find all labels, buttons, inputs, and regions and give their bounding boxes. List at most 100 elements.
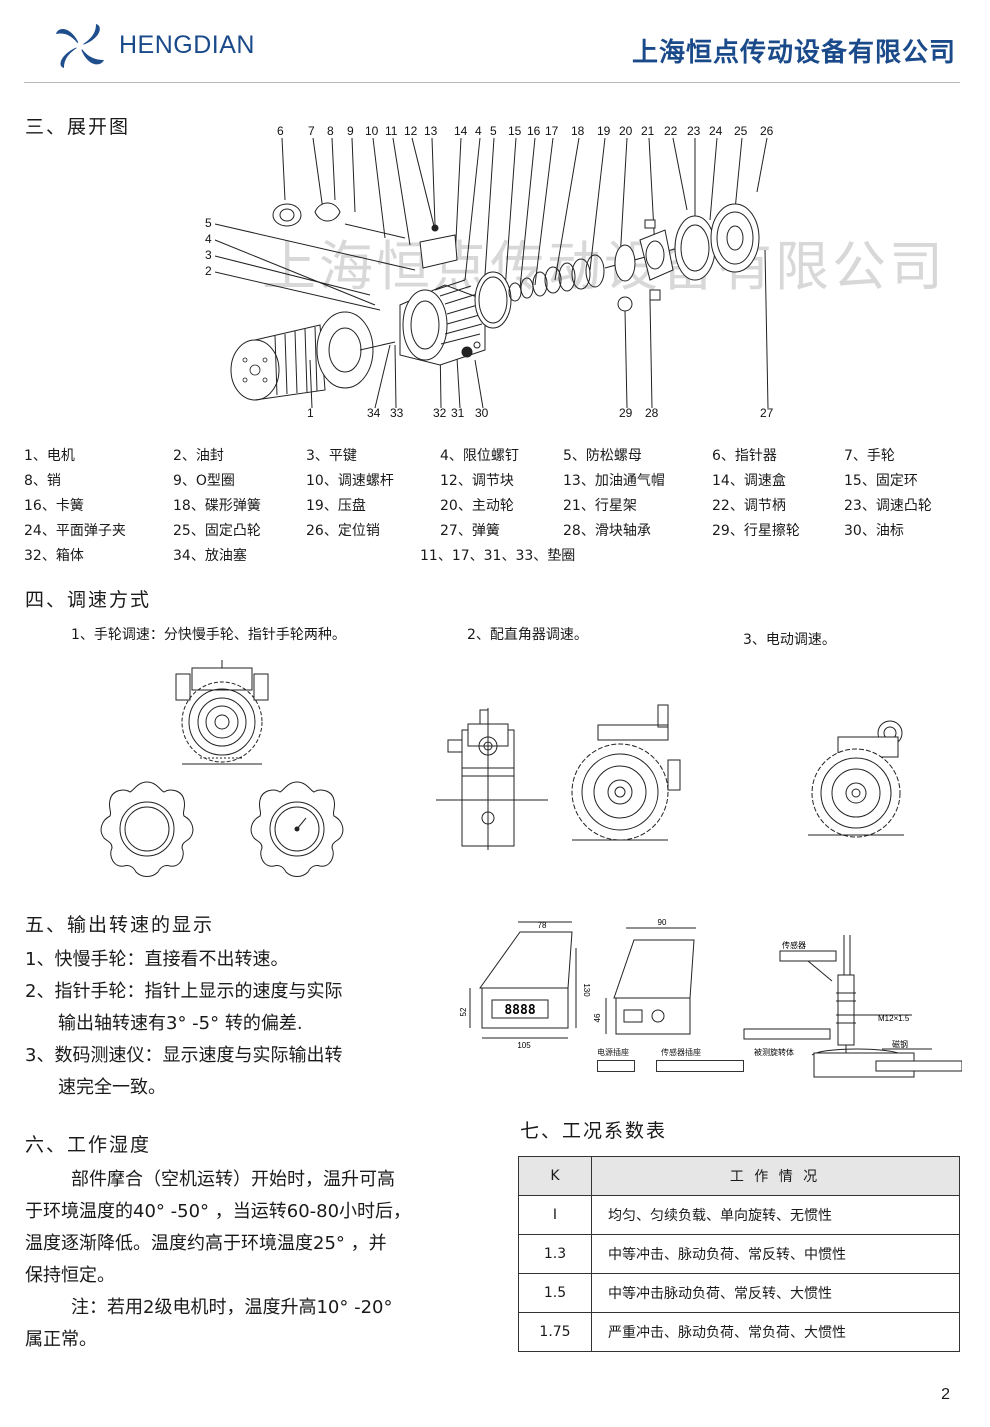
header-condition: 工 作 情 况 [591, 1156, 960, 1196]
part-item: 22、调节柄 [712, 498, 786, 514]
handwheel-unit-drawing [175, 660, 269, 765]
part-item: 20、主动轮 [440, 498, 514, 514]
svg-text:11: 11 [385, 124, 398, 138]
temp-note-line-2: 属正常。 [25, 1329, 97, 1350]
svg-text:6: 6 [277, 124, 284, 138]
svg-text:34: 34 [367, 406, 381, 420]
condition-desc: 严重冲击、脉动负荷、常负荷、大惯性 [591, 1312, 960, 1352]
pointer-handwheel-icon [250, 781, 344, 877]
sensor-socket-box [656, 1060, 744, 1072]
right-angle-front-drawing [571, 704, 681, 841]
part-item: 15、固定环 [844, 473, 918, 489]
svg-text:17: 17 [545, 124, 559, 138]
table-header-row: K 工 作 情 况 [518, 1156, 960, 1196]
svg-text:19: 19 [597, 124, 611, 138]
temp-line-4: 保持恒定。 [25, 1265, 115, 1286]
part-item: 3、平键 [306, 448, 357, 464]
part-item: 11、17、31、33、垫圈 [420, 548, 576, 564]
display-line-4: 3、数码测速仪：显示速度与实际输出转 [25, 1045, 343, 1066]
part-item: 2、油封 [173, 448, 224, 464]
temp-note-line-1: 注：若用2级电机时，温度升高10° -20° [71, 1297, 393, 1318]
part-item: 23、调速凸轮 [844, 498, 932, 514]
svg-text:31: 31 [451, 406, 465, 420]
part-item: 12、调节块 [440, 473, 514, 489]
dim-130: 130 [582, 983, 590, 997]
speed-method-3: 3、电动调速。 [743, 632, 836, 648]
svg-text:2: 2 [205, 264, 212, 278]
condition-factor-table: K 工 作 情 况 I 均匀、匀续负载、单向旋转、无惯性 1.3 中等冲击、脉动… [518, 1156, 960, 1352]
svg-text:9: 9 [347, 124, 354, 138]
table-row: 1.3 中等冲击、脉动负荷、常反转、中惯性 [518, 1234, 960, 1274]
tachometer-rear-drawing: 90 46 [593, 918, 696, 1035]
dim-90: 90 [658, 918, 667, 927]
section-title-speed-display: 五、输出转速的显示 [25, 914, 215, 936]
working-temp-text: 部件摩合（空机运转）开始时，温升可高 于环境温度的40° -50° ，当运转60… [25, 1164, 495, 1356]
quick-slow-handwheel-icon [100, 781, 194, 877]
company-logo-icon [56, 24, 104, 68]
header-divider [24, 82, 960, 83]
section-title-working-temp: 六、工作湿度 [25, 1134, 152, 1156]
logo-text: HENGDIAN [119, 31, 255, 59]
condition-desc: 中等冲击脉动负荷、常反转、大惯性 [591, 1273, 960, 1313]
right-angle-side-drawing [436, 708, 548, 850]
part-item: 16、卡簧 [24, 498, 84, 514]
part-item: 7、手轮 [844, 448, 895, 464]
k-value: I [518, 1195, 592, 1235]
svg-text:18: 18 [571, 124, 585, 138]
svg-text:27: 27 [760, 406, 774, 420]
display-line-3: 输出轴转速有3° -5° 转的偏差. [58, 1013, 303, 1034]
table-row: 1.5 中等冲击脉动负荷、常反转、大惯性 [518, 1273, 960, 1313]
digital-display-value: 8888 [504, 1003, 535, 1018]
part-item: 5、防松螺母 [563, 448, 642, 464]
svg-text:7: 7 [308, 124, 315, 138]
header-k: K [518, 1156, 592, 1196]
table-row: 1.75 严重冲击、脉动负荷、常负荷、大惯性 [518, 1312, 960, 1352]
part-item: 1、电机 [24, 448, 75, 464]
tachometer-front-drawing: 78 52 105 130 8888 [459, 921, 590, 1050]
company-name: 上海恒点传动设备有限公司 [631, 38, 956, 68]
svg-text:4: 4 [475, 124, 482, 138]
section-title-exploded-view: 三、展开图 [25, 116, 131, 138]
power-socket-label: 电源插座 [597, 1048, 629, 1057]
dim-78: 78 [538, 921, 547, 930]
svg-text:30: 30 [475, 406, 489, 420]
svg-text:26: 26 [760, 124, 774, 138]
electric-control-drawing [808, 720, 904, 838]
svg-text:33: 33 [390, 406, 404, 420]
svg-text:13: 13 [424, 124, 438, 138]
svg-text:28: 28 [645, 406, 659, 420]
watermark: 上海恒点传动设备有限公司 [262, 235, 946, 298]
part-item: 30、油标 [844, 523, 904, 539]
part-item: 8、销 [24, 473, 61, 489]
condition-desc: 中等冲击、脉动负荷、常反转、中惯性 [591, 1234, 960, 1274]
part-item: 24、平面弹子夹 [24, 523, 126, 539]
svg-text:14: 14 [454, 124, 468, 138]
display-line-1: 1、快慢手轮：直接看不出转速。 [25, 949, 289, 970]
svg-text:3: 3 [205, 248, 212, 262]
svg-text:1: 1 [307, 406, 314, 420]
svg-text:21: 21 [641, 124, 655, 138]
temp-line-3: 温度逐渐降低。温度约高于环境温度25° ，并 [25, 1233, 387, 1254]
part-item: 26、定位销 [306, 523, 380, 539]
svg-text:23: 23 [687, 124, 701, 138]
part-item: 29、行星擦轮 [712, 523, 800, 539]
svg-text:32: 32 [433, 406, 447, 420]
magnet-label: 磁钢 [892, 1039, 908, 1049]
power-socket-box [597, 1060, 635, 1072]
part-item: 21、行星架 [563, 498, 637, 514]
part-item: 9、O型圈 [173, 473, 235, 489]
part-item: 10、调速螺杆 [306, 473, 394, 489]
svg-text:16: 16 [527, 124, 541, 138]
condition-desc: 均匀、匀续负载、单向旋转、无惯性 [591, 1195, 960, 1235]
sensor-installation-drawing: 传感器 M12×1.5 被测旋转体 磁钢 [743, 935, 962, 1078]
part-item: 14、调速盒 [712, 473, 786, 489]
part-item: 25、固定凸轮 [173, 523, 261, 539]
part-item: 18、碟形弹簧 [173, 498, 261, 514]
page-number: 2 [941, 1386, 950, 1403]
speed-display-text: 1、快慢手轮：直接看不出转速。 2、指针手轮：指针上显示的速度与实际 输出轴转速… [25, 944, 342, 1104]
dim-52: 52 [459, 1007, 468, 1016]
sensor-label: 传感器 [782, 940, 806, 950]
display-line-2: 2、指针手轮：指针上显示的速度与实际 [25, 981, 343, 1002]
svg-text:15: 15 [508, 124, 522, 138]
temp-line-1: 部件摩合（空机运转）开始时，温升可高 [71, 1169, 395, 1190]
